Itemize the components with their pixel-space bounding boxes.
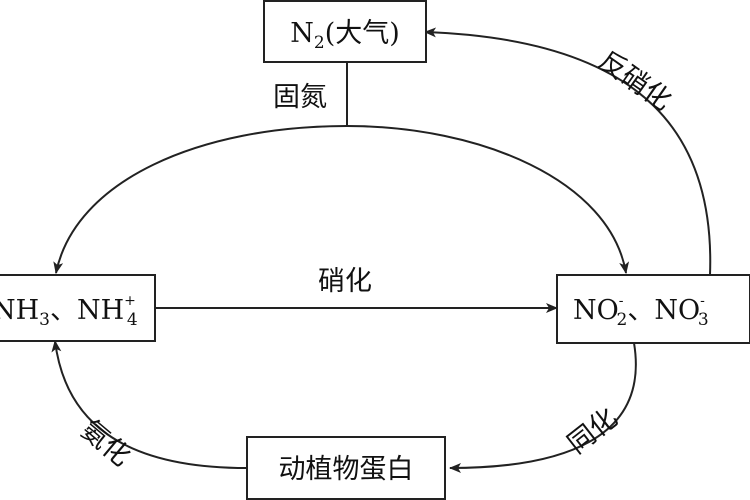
fixation-arrow-right (346, 125, 630, 274)
nitrate-node (556, 274, 750, 344)
ammonia-node (0, 274, 156, 342)
denitrification-arrow (424, 27, 712, 276)
assimilation-arrow (449, 342, 637, 473)
assimilation-label: 同化 (562, 402, 624, 460)
n2-node (263, 0, 427, 63)
protein-label: 动植物蛋白 (279, 454, 414, 485)
fixation-label: 固氮 (273, 82, 327, 113)
ammonification-label: 氨化 (75, 414, 136, 472)
nitrate-label: NO-2、NO-3 (573, 293, 709, 330)
protein-node (246, 436, 446, 500)
nitrification-label: 硝化 (318, 266, 372, 297)
fixation-arrow-left (53, 125, 348, 274)
denitrification-label: 反硝化 (593, 45, 677, 117)
ammonification-arrow (51, 340, 248, 469)
ammonia-label: NH3、NH+4 (0, 293, 138, 330)
n2-label: N2(大气) (290, 18, 400, 53)
